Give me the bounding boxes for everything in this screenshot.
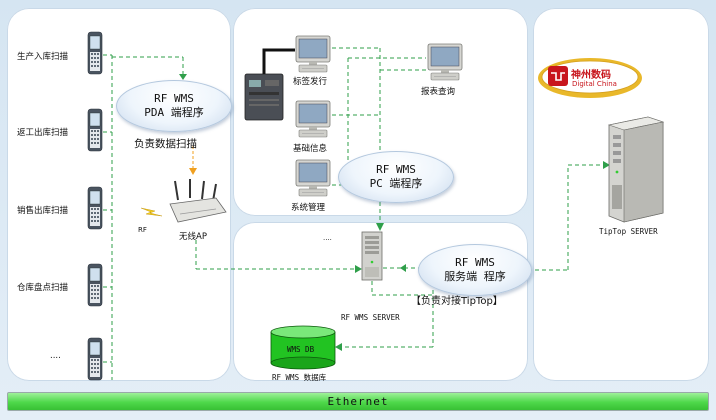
tiptop-server-label: TipTop SERVER: [599, 227, 658, 236]
pda-app-bubble: RF WMS PDA 端程序: [116, 80, 232, 132]
digital-china-logo: [538, 58, 642, 98]
pc-terminal-icon: [427, 43, 463, 81]
scanner-label: ....: [50, 351, 61, 361]
rf-signal-icon: [140, 207, 163, 217]
logo-cn-text: 神州数码: [571, 70, 611, 81]
ethernet-bar: Ethernet: [7, 392, 709, 411]
pda-scanner-icon: [87, 263, 103, 307]
wireless-ap-icon: [169, 179, 227, 223]
pda-scanner-icon: [87, 186, 103, 230]
terminal-label: 系统管理: [291, 203, 326, 213]
db-label: RF WMS 数据库: [272, 373, 327, 382]
scanner-label: 生产入库扫描: [17, 52, 69, 62]
server-ellipsis: ....: [323, 234, 332, 242]
pda-app-caption: 负责数据扫描: [134, 138, 197, 150]
wireless-ap-label: 无线AP: [179, 232, 207, 242]
rf-wms-server-icon: [361, 231, 383, 281]
pc-app-line1: RF WMS: [376, 163, 416, 176]
pda-app-line2: PDA 端程序: [144, 106, 204, 119]
wms-database-icon: [270, 325, 336, 370]
pc-app-bubble: RF WMS PC 端程序: [338, 151, 454, 203]
scanner-label: 销售出库扫描: [17, 206, 69, 216]
pc-terminal-icon: [295, 159, 331, 197]
ethernet-label: Ethernet: [327, 395, 389, 408]
label-printer-icon: [244, 73, 284, 121]
scanner-panel: [7, 8, 231, 381]
scanner-label: 返工出库扫描: [17, 128, 69, 138]
pda-scanner-icon: [87, 337, 103, 381]
pda-app-line1: RF WMS: [154, 92, 194, 105]
db-inner-label: WMS DB: [287, 345, 315, 354]
logo-en-text: Digital China: [572, 80, 617, 88]
pda-scanner-icon: [87, 108, 103, 152]
server-app-caption: 【负责对接TipTop】: [411, 296, 503, 307]
pc-terminal-icon: [295, 35, 331, 73]
terminal-label: 标签发行: [293, 77, 328, 87]
terminal-label: 报表查询: [421, 87, 456, 97]
pc-terminal-icon: [295, 100, 331, 138]
rf-wms-server-label: RF WMS SERVER: [341, 313, 400, 322]
terminal-label: 基础信息: [293, 144, 328, 154]
server-app-line1: RF WMS: [455, 256, 495, 269]
pda-scanner-icon: [87, 31, 103, 75]
tiptop-server-icon: [607, 116, 665, 223]
server-app-bubble: RF WMS 服务端 程序: [418, 244, 532, 296]
scanner-label: 仓库盘点扫描: [17, 283, 69, 293]
server-app-line2: 服务端 程序: [444, 270, 506, 283]
rf-label: RF: [138, 226, 147, 234]
pc-app-line2: PC 端程序: [369, 177, 423, 190]
